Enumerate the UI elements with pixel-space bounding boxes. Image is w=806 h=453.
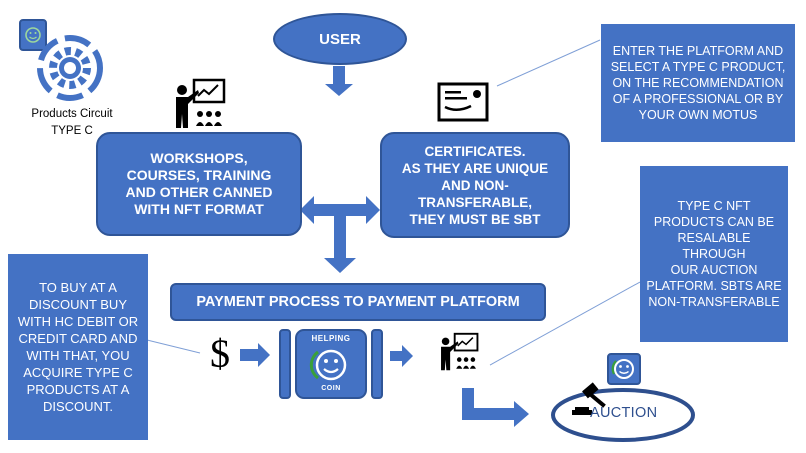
to-payment-arrow [324, 214, 356, 273]
workshops-line1: WORKSHOPS, [150, 150, 248, 166]
note-left-line8: DISCOUNT. [42, 399, 114, 414]
products-circuit-label: Products Circuit TYPE C [22, 106, 122, 140]
gear-cycle-icon [19, 19, 103, 101]
note-left-line4: CREDIT CARD AND [18, 331, 138, 346]
note-left-line7: PRODUCTS AT A [26, 382, 130, 397]
note-top-right-line5: YOUR OWN MOTUS [638, 108, 758, 122]
auction-label: AUCTION [590, 405, 658, 421]
coin-top-label: HELPING [311, 334, 351, 343]
workshops-box: WORKSHOPS, COURSES, TRAINING AND OTHER C… [96, 132, 302, 236]
note-middle-right-line3: RESALABLE THROUGH [677, 231, 751, 261]
note-middle-right: TYPE C NFT PRODUCTS CAN BE RESALABLE THR… [640, 166, 788, 342]
coin-to-teacher-arrow [390, 345, 413, 367]
workshops-line3: AND OTHER CANNED [125, 184, 273, 200]
note-left: TO BUY AT A DISCOUNT BUY WITH HC DEBIT O… [8, 254, 148, 440]
connector-left-note [146, 339, 201, 354]
gavel-icon [572, 382, 606, 415]
smiley-badge [19, 19, 47, 51]
note-left-line1: TO BUY AT A [39, 280, 117, 295]
note-top-right-line4: OF A PROFESSIONAL OR BY [612, 92, 784, 106]
user-down-arrow [325, 66, 353, 96]
note-left-line5: WITH THAT, YOU [26, 348, 130, 363]
note-top-right: ENTER THE PLATFORM AND SELECT A TYPE C P… [601, 24, 795, 142]
to-auction-arrow [462, 388, 529, 427]
teacher-presentation-icon [176, 78, 226, 128]
note-middle-right-line4: OUR AUCTION [670, 263, 758, 277]
payment-process-label: PAYMENT PROCESS TO PAYMENT PLATFORM [196, 294, 520, 310]
workshops-line4: WITH NFT FORMAT [134, 201, 264, 217]
connector-top-note [496, 39, 601, 87]
note-left-line6: ACQUIRE TYPE C [23, 365, 133, 380]
products-circuit-line2: TYPE C [51, 125, 93, 137]
payment-process-bar: PAYMENT PROCESS TO PAYMENT PLATFORM [170, 283, 546, 321]
certificates-line4: TRANSFERABLE, [418, 194, 532, 210]
user-node: USER [273, 13, 407, 65]
helping-coin-frame [279, 329, 383, 399]
note-top-right-line2: SELECT A TYPE C PRODUCT, [610, 60, 786, 74]
dollar-sign: $ [210, 331, 230, 376]
note-top-right-line3: ON THE RECOMMENDATION [612, 76, 784, 90]
dollar-to-coin-arrow [240, 343, 270, 367]
products-circuit-line1: Products Circuit [31, 108, 113, 120]
note-middle-right-line1: TYPE C NFT [677, 199, 751, 213]
certificates-line3: AND NON- [441, 177, 509, 193]
boxes-double-arrow [300, 196, 380, 224]
certificates-line1: CERTIFICATES. [424, 143, 526, 159]
note-left-line2: DISCOUNT BUY [29, 297, 127, 312]
user-label: USER [319, 30, 361, 48]
teacher-presentation-icon-small [441, 332, 479, 371]
note-middle-right-line6: NON-TRANSFERABLE [648, 295, 780, 309]
note-top-right-line1: ENTER THE PLATFORM AND [612, 44, 784, 58]
workshops-line2: COURSES, TRAINING [126, 167, 272, 183]
auction-node [551, 353, 695, 442]
certificates-line5: THEY MUST BE SBT [409, 211, 541, 227]
coin-bottom-label: COIN [321, 385, 341, 392]
note-middle-right-line2: PRODUCTS CAN BE [653, 215, 775, 229]
certificates-line2: AS THEY ARE UNIQUE [401, 160, 549, 176]
connector-middle-note [489, 281, 641, 366]
note-middle-right-line5: PLATFORM. SBTS ARE [646, 279, 782, 293]
certificates-box: CERTIFICATES. AS THEY ARE UNIQUE AND NON… [380, 132, 570, 238]
note-left-line3: WITH HC DEBIT OR [17, 314, 139, 329]
certificate-icon [437, 82, 489, 122]
